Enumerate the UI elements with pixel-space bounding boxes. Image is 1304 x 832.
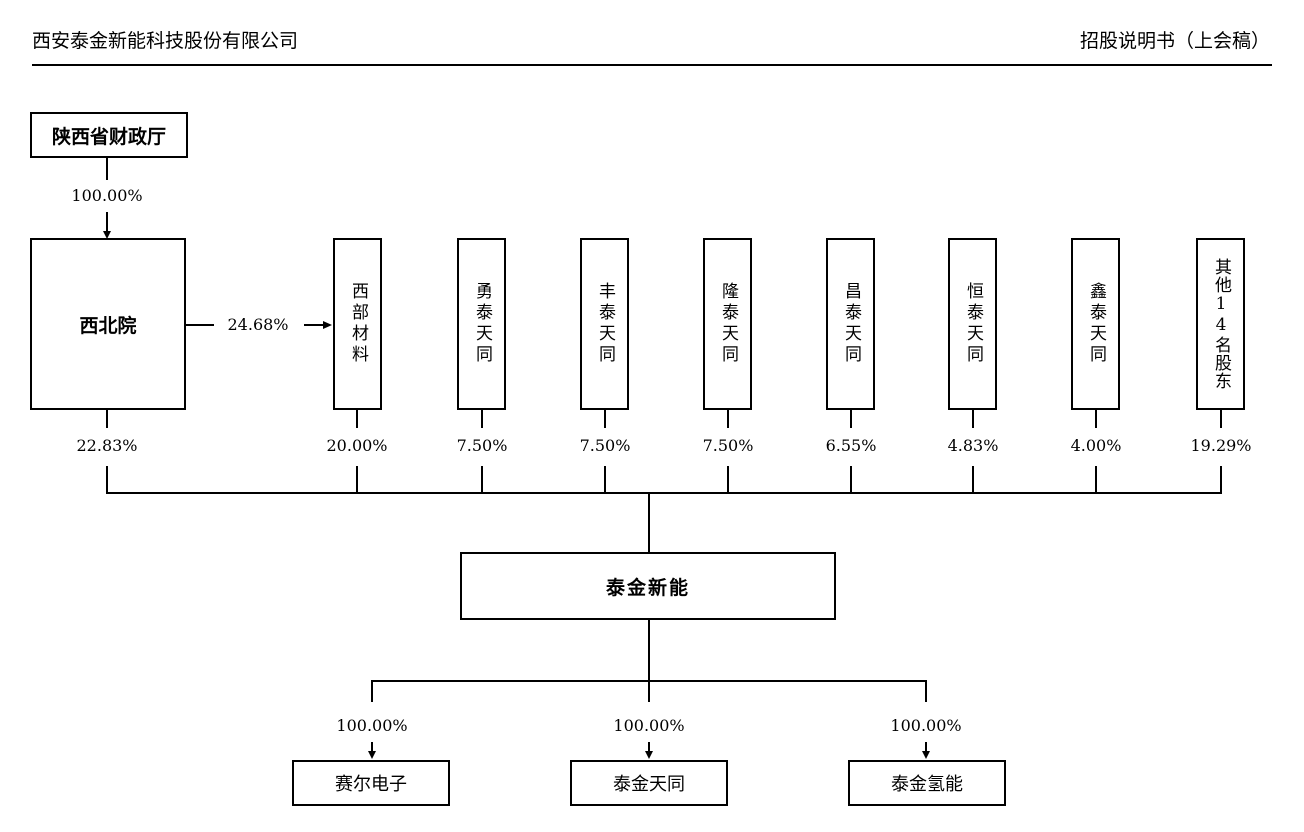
- subsidiary-arrowhead: [368, 751, 376, 759]
- stub-top: [356, 410, 358, 428]
- stub-top: [727, 410, 729, 428]
- parent-to-xibu-pct: 24.68%: [227, 315, 289, 334]
- stub-top: [106, 410, 108, 428]
- bus-to-company-line: [648, 494, 650, 552]
- stub-bottom: [604, 466, 606, 494]
- shareholder-box-hengtai: 恒泰天同: [948, 238, 997, 410]
- top-owner-connector: [106, 158, 108, 180]
- shareholding-pct: 7.50%: [579, 436, 631, 455]
- stub-bottom: [972, 466, 974, 494]
- subsidiary-arrow-line: [371, 742, 373, 752]
- shareholding-pct: 20.00%: [326, 436, 388, 455]
- shareholding-pct: 19.29%: [1190, 436, 1252, 455]
- subsidiary-label: 泰金天同: [613, 774, 685, 795]
- subsidiary-pct: 100.00%: [890, 716, 962, 735]
- stub-bottom: [481, 466, 483, 494]
- subsidiary-pct: 100.00%: [613, 716, 685, 735]
- parent-box: 西北院: [30, 238, 186, 410]
- stub-bottom: [356, 466, 358, 494]
- shareholder-box-changtai: 昌泰天同: [826, 238, 875, 410]
- subsidiary-box-taijin-hydrogen: 泰金氢能: [848, 760, 1006, 806]
- header-document-type: 招股说明书（上会稿）: [1079, 30, 1270, 52]
- company-label: 泰金新能: [605, 576, 690, 599]
- top-owner-label: 陕西省财政厅: [51, 125, 166, 148]
- company-box: 泰金新能: [460, 552, 836, 620]
- shareholder-label: 丰泰天同: [595, 282, 615, 366]
- shareholder-box-longtai: 隆泰天同: [703, 238, 752, 410]
- subsidiary-label: 赛尔电子: [335, 774, 407, 795]
- parent-to-xibu-arrowhead: [323, 321, 332, 329]
- shareholder-box-xibu-materials: 西部材料: [333, 238, 382, 410]
- top-owner-arrow-line: [106, 212, 108, 232]
- shareholder-label: 隆泰天同: [718, 282, 738, 366]
- shareholding-pct: 6.55%: [825, 436, 877, 455]
- stub-top: [481, 410, 483, 428]
- shareholding-pct: 4.00%: [1070, 436, 1122, 455]
- stub-top: [1220, 410, 1222, 428]
- top-owner-pct: 100.00%: [71, 186, 143, 205]
- stub-bottom: [106, 466, 108, 494]
- parent-label: 西北院: [79, 314, 137, 337]
- subsidiary-arrowhead: [922, 751, 930, 759]
- stub-top: [850, 410, 852, 428]
- company-down-line: [648, 620, 650, 682]
- subsidiary-label: 泰金氢能: [891, 774, 963, 795]
- shareholder-label: 鑫泰天同: [1086, 282, 1106, 366]
- subsidiary-arrow-line: [925, 742, 927, 752]
- stub-top: [604, 410, 606, 428]
- shareholder-label: 昌泰天同: [841, 282, 861, 366]
- header-divider: [32, 64, 1272, 66]
- subsidiary-arrow-line: [648, 742, 650, 752]
- stub-bottom: [1095, 466, 1097, 494]
- subsidiary-arrowhead: [645, 751, 653, 759]
- shareholding-pct: 7.50%: [702, 436, 754, 455]
- subsidiary-stub: [648, 680, 650, 702]
- stub-bottom: [1220, 466, 1222, 494]
- stub-bottom: [727, 466, 729, 494]
- shareholding-pct: 7.50%: [456, 436, 508, 455]
- subsidiary-box-saier: 赛尔电子: [292, 760, 450, 806]
- shareholding-pct: 22.83%: [76, 436, 138, 455]
- stub-top: [1095, 410, 1097, 428]
- shareholder-box-fengtai: 丰泰天同: [580, 238, 629, 410]
- stub-bottom: [850, 466, 852, 494]
- shareholder-box-others: 其他14名股东: [1196, 238, 1245, 410]
- subsidiary-box-taijin-tiantong: 泰金天同: [570, 760, 728, 806]
- subsidiary-stub: [925, 680, 927, 702]
- top-owner-box: 陕西省财政厅: [30, 112, 188, 158]
- header-company-name: 西安泰金新能科技股份有限公司: [32, 30, 299, 52]
- shareholder-label: 西部材料: [348, 282, 368, 366]
- shareholding-pct: 4.83%: [947, 436, 999, 455]
- shareholder-bus-line: [106, 492, 1222, 494]
- shareholder-box-xintai: 鑫泰天同: [1071, 238, 1120, 410]
- shareholder-label: 其他14名股东: [1211, 258, 1231, 390]
- parent-to-xibu-line-left: [186, 324, 214, 326]
- shareholder-box-yongtai: 勇泰天同: [457, 238, 506, 410]
- parent-to-xibu-line-right: [304, 324, 324, 326]
- subsidiary-pct: 100.00%: [336, 716, 408, 735]
- subsidiary-stub: [371, 680, 373, 702]
- shareholder-label: 勇泰天同: [472, 282, 492, 366]
- stub-top: [972, 410, 974, 428]
- top-owner-arrowhead: [103, 231, 111, 239]
- shareholder-label: 恒泰天同: [963, 282, 983, 366]
